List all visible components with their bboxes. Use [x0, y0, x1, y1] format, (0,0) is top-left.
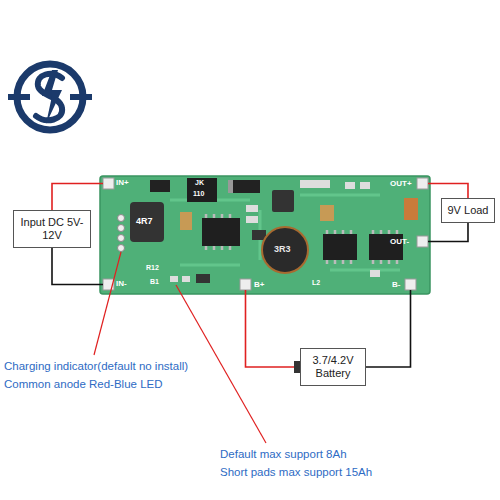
note-text: Charging indicator(default no install) [4, 360, 188, 373]
inductor-marking: 3R3 [274, 244, 291, 254]
node-text: 3.7/4.2V Battery [307, 354, 359, 380]
pin-name: B- [392, 280, 400, 289]
wire [428, 184, 468, 199]
load-box: 9V Load [441, 198, 496, 223]
note-text: Short pads max support 15Ah [220, 466, 372, 479]
leader-line [176, 285, 266, 443]
ic-chip [323, 230, 357, 264]
inductor-marking: 4R7 [136, 216, 153, 226]
part-reference: B1 [150, 278, 159, 286]
pin-name: B+ [254, 280, 264, 289]
pin-name: IN+ [116, 178, 129, 187]
pin-name: OUT- [390, 237, 409, 246]
leader-line [94, 252, 121, 355]
pcb-board [100, 176, 430, 294]
chip-marking: 110 [193, 190, 204, 198]
wire [246, 290, 295, 367]
note-text: Common anode Red-Blue LED [4, 378, 163, 391]
ic-chip [369, 230, 403, 264]
node-text: 9V Load [448, 204, 489, 217]
pin-name: IN- [116, 279, 127, 288]
note-text: Default max support 8Ah [220, 448, 347, 461]
wire [52, 248, 103, 285]
battery-box: 3.7/4.2V Battery [300, 348, 366, 386]
wire [428, 223, 468, 242]
input-box: Input DC 5V-12V [13, 210, 91, 248]
part-reference: L2 [312, 279, 320, 287]
part-reference: R12 [146, 264, 159, 272]
brand-logo [8, 64, 92, 130]
wire [52, 184, 103, 211]
pin-name: OUT+ [390, 179, 412, 188]
chip-marking: JK [195, 179, 204, 187]
wire [366, 290, 411, 367]
ic-chip [202, 214, 240, 250]
node-text: Input DC 5V-12V [20, 216, 84, 242]
